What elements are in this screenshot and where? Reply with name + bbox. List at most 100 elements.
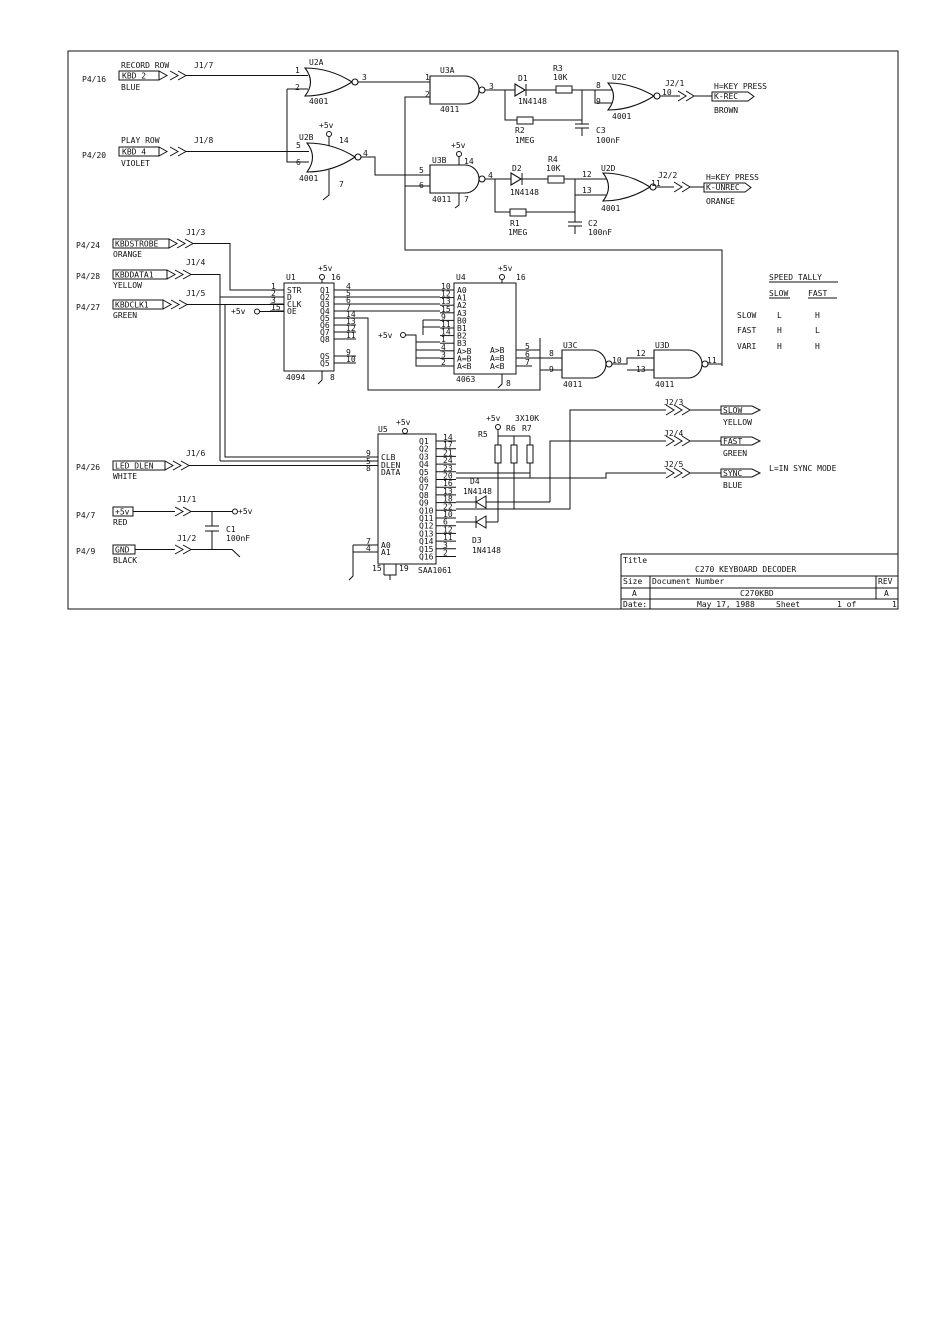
gate-u3b: U3B 4011 5 6 4 14 7 +5v	[405, 141, 505, 209]
svg-text:K-UNREC: K-UNREC	[706, 183, 740, 192]
chip-u4: U4 4063 +5v 16 8 A010A112A213A315B09B111…	[440, 264, 530, 389]
svg-text:1N4148: 1N4148	[518, 97, 547, 106]
svg-text:U3C: U3C	[563, 341, 578, 350]
pin-number: 20	[443, 472, 453, 481]
pin-label: Q11	[419, 514, 434, 523]
output-k-rec: J2/1 H=KEY PRESS K-REC BROWN	[665, 79, 767, 115]
svg-text:P4/24: P4/24	[76, 241, 100, 250]
svg-text:P4/26: P4/26	[76, 463, 100, 472]
svg-text:Title: Title	[623, 556, 647, 565]
title-block: Title C270 KEYBOARD DECODER Size Documen…	[620, 553, 898, 609]
pin-number: 5	[525, 342, 530, 351]
svg-text:+5v: +5v	[238, 507, 253, 516]
pin-label: Q2	[419, 445, 429, 454]
pin-label: A<B	[490, 362, 505, 371]
pin-label: A<B	[457, 362, 472, 371]
svg-text:7: 7	[464, 195, 469, 204]
svg-text:KBDCLK1: KBDCLK1	[115, 301, 149, 310]
pin-number: 4	[441, 343, 446, 352]
svg-text:1N4148: 1N4148	[510, 188, 539, 197]
svg-text:U2D: U2D	[601, 164, 616, 173]
svg-text:P4/20: P4/20	[82, 151, 106, 160]
svg-text:LED DLEN: LED DLEN	[115, 462, 154, 471]
svg-text:J1/7: J1/7	[194, 61, 213, 70]
svg-text:10: 10	[612, 356, 622, 365]
svg-text:ORANGE: ORANGE	[706, 197, 735, 206]
pin-label: A3	[457, 309, 467, 318]
svg-text:L=IN SYNC MODE: L=IN SYNC MODE	[769, 464, 837, 473]
svg-text:P4/16: P4/16	[82, 75, 106, 84]
svg-text:J1/3: J1/3	[186, 228, 205, 237]
svg-text:SLOW: SLOW	[737, 311, 756, 320]
pin-label: A1	[457, 294, 467, 303]
svg-text:12: 12	[582, 170, 592, 179]
pin-number: 5	[366, 457, 371, 466]
svg-text:C270KBD: C270KBD	[740, 589, 774, 598]
svg-text:J1/1: J1/1	[177, 495, 196, 504]
svg-text:8: 8	[596, 81, 601, 90]
svg-text:P4/7: P4/7	[76, 511, 95, 520]
pin-number: 22	[443, 502, 453, 511]
pin-label: Q7	[419, 483, 429, 492]
svg-text:YELLOW: YELLOW	[723, 418, 752, 427]
svg-text:J1/6: J1/6	[186, 449, 205, 458]
svg-text:GND: GND	[115, 546, 130, 555]
diode-d3: D3 1N4148	[456, 515, 501, 555]
svg-text:4094: 4094	[286, 373, 305, 382]
pin-number: 9	[366, 449, 371, 458]
svg-text:REV: REV	[878, 577, 893, 586]
svg-text:+5v: +5v	[498, 264, 513, 273]
svg-text:U2A: U2A	[309, 58, 324, 67]
svg-text:R3: R3	[553, 64, 563, 73]
svg-text:U2B: U2B	[299, 133, 314, 142]
pin-number: 14	[443, 433, 453, 442]
pin-number: 9	[346, 348, 351, 357]
svg-text:ORANGE: ORANGE	[113, 250, 142, 259]
svg-text:U2C: U2C	[612, 73, 627, 82]
svg-text:FAST: FAST	[808, 289, 827, 298]
svg-text:100nF: 100nF	[226, 534, 250, 543]
resistor-r2: R2 1MEG	[504, 90, 582, 145]
svg-text:2: 2	[295, 83, 300, 92]
pin-label: Q5	[320, 314, 330, 323]
diode-d1: D1 1N4148	[505, 74, 556, 106]
svg-text:4: 4	[488, 171, 493, 180]
svg-text:D3: D3	[472, 536, 482, 545]
pin-label: A1	[381, 548, 391, 557]
svg-text:7: 7	[339, 180, 344, 189]
gate-u3a: U3A 4011 1 2 3	[404, 66, 723, 366]
svg-text:P4/28: P4/28	[76, 272, 100, 281]
svg-text:5: 5	[419, 166, 424, 175]
pin-number: 3	[441, 350, 446, 359]
speed-tally: SPEED TALLY SLOW FAST SLOW L H FAST H L …	[737, 273, 838, 351]
pin-label: A>B	[457, 347, 472, 356]
svg-text:U1: U1	[286, 273, 296, 282]
pin-label: A2	[457, 301, 467, 310]
svg-text:RECORD ROW: RECORD ROW	[121, 61, 169, 70]
svg-text:8: 8	[506, 379, 511, 388]
output-fast: J2/4 FAST GREEN	[664, 429, 762, 458]
input-led-dlen: P4/26 LED DLEN J1/6 WHITE	[76, 449, 205, 481]
pin-number: 1	[441, 335, 446, 344]
pin-label: Q5	[320, 359, 330, 368]
gate-u3c: U3C 4011 8 9 10	[540, 341, 654, 389]
pin-label: Q8	[320, 335, 330, 344]
input-kbdclk1: P4/27 KBDCLK1 J1/5 GREEN	[76, 289, 205, 320]
pin-label: B2	[457, 332, 467, 341]
svg-text:100nF: 100nF	[596, 136, 620, 145]
input-5v: P4/7 +5v J1/1 RED +5v	[76, 495, 253, 527]
pin-number: 10	[346, 355, 356, 364]
svg-text:19: 19	[399, 564, 409, 573]
pin-label: STR	[287, 286, 302, 295]
pin-number: 13	[443, 487, 453, 496]
capacitor-c1: C1 100nF	[205, 511, 250, 543]
svg-text:H=KEY PRESS: H=KEY PRESS	[714, 82, 767, 91]
svg-text:SLOW: SLOW	[769, 289, 788, 298]
svg-text:BLUE: BLUE	[723, 481, 742, 490]
svg-text:K-REC: K-REC	[714, 92, 738, 101]
pin-label: Q2	[320, 293, 330, 302]
pin-label: CLK	[287, 300, 302, 309]
svg-text:P4/9: P4/9	[76, 547, 95, 556]
svg-text:J1/2: J1/2	[177, 534, 196, 543]
svg-text:SAA1061: SAA1061	[418, 566, 452, 575]
